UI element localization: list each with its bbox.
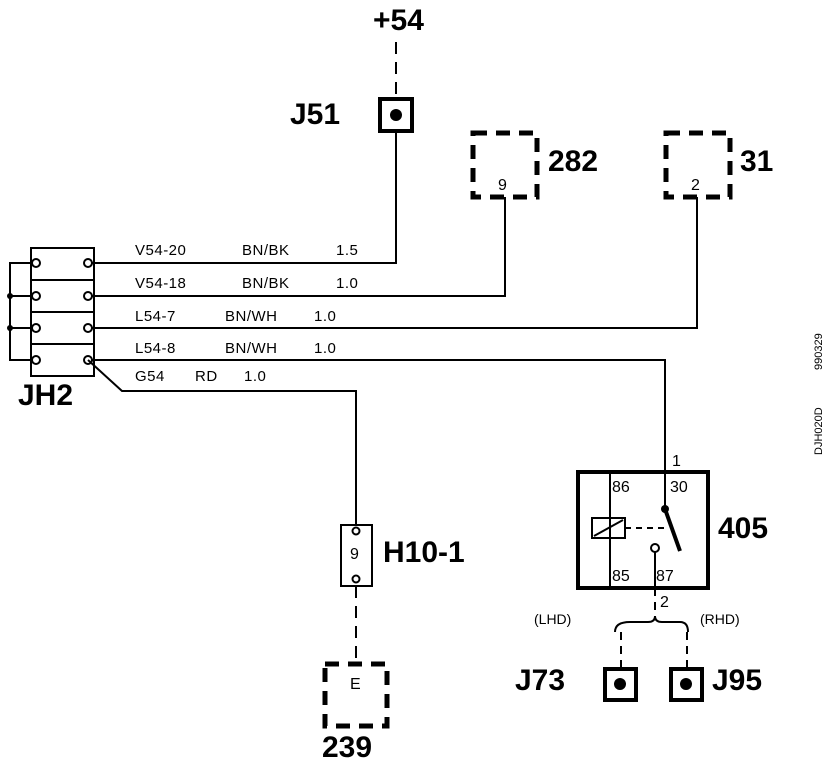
relay-pin-2: 2 <box>660 594 669 611</box>
side-code-ref: DJH020D <box>813 407 825 455</box>
connector-239-box <box>322 661 390 729</box>
connector-j51-label: J51 <box>290 98 340 131</box>
connector-282-pin: 9 <box>498 177 507 194</box>
relay-pin-30: 30 <box>670 479 688 496</box>
relay-pin-1: 1 <box>672 453 681 470</box>
wire-l54-7 <box>92 197 698 329</box>
connector-31-label: 31 <box>740 145 773 178</box>
connector-j73-dot <box>614 678 626 690</box>
connector-239-pin: E <box>350 676 361 693</box>
junction-jh2 <box>7 247 95 377</box>
connector-31-box <box>663 130 733 200</box>
connector-239-label: 239 <box>322 731 372 764</box>
connector-31-pin: 2 <box>691 177 700 194</box>
wire-l54-8 <box>92 359 666 473</box>
variant-split <box>614 615 689 633</box>
connector-j73-label: J73 <box>515 664 565 697</box>
connector-h10-pin: 9 <box>350 546 359 563</box>
relay-405-label: 405 <box>718 512 768 545</box>
connector-j95-box <box>669 667 704 702</box>
wire-v54-20 <box>92 131 397 264</box>
side-code-date: 990329 <box>813 333 825 370</box>
supply-label: +54 <box>373 4 424 37</box>
connector-h10-label: H10-1 <box>383 536 465 569</box>
relay-pin-87: 87 <box>656 568 674 585</box>
connector-j51-dot <box>390 109 402 121</box>
relay-pin-86: 86 <box>612 479 630 496</box>
junction-jh2-label: JH2 <box>18 379 73 412</box>
relay-405 <box>576 470 710 590</box>
wire-v54-18 <box>92 197 506 297</box>
connector-j73-box <box>603 667 638 702</box>
variant-lhd-label: (LHD) <box>534 611 571 627</box>
connector-j95-dot <box>680 678 692 690</box>
connector-j95-label: J95 <box>712 664 762 697</box>
connector-282-label: 282 <box>548 145 598 178</box>
relay-pin-85: 85 <box>612 568 630 585</box>
wire-g54 <box>87 359 357 525</box>
connector-282-box <box>470 130 540 200</box>
variant-rhd-label: (RHD) <box>700 611 740 627</box>
